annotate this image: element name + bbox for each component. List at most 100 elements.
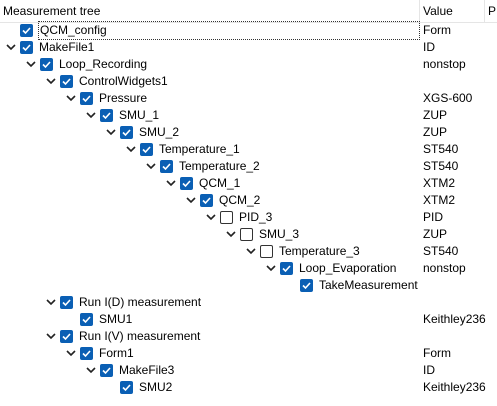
expand-chevron-icon[interactable] (5, 41, 17, 53)
row-checkbox[interactable] (240, 228, 253, 241)
expand-chevron-icon[interactable] (205, 211, 217, 223)
row-checkbox[interactable] (120, 381, 133, 394)
expand-chevron-icon[interactable] (225, 228, 237, 240)
expand-chevron-icon[interactable] (45, 330, 57, 342)
row-value: XTM2 (423, 193, 456, 207)
row-checkbox[interactable] (80, 313, 93, 326)
expand-chevron-icon[interactable] (145, 160, 157, 172)
tree-row[interactable]: Form1 Form (0, 345, 497, 362)
tree-row[interactable]: SMU1 Keithley236 (0, 311, 497, 328)
row-value: ID (423, 40, 435, 54)
row-checkbox[interactable] (20, 24, 33, 37)
row-value: XGS-600 (423, 91, 473, 105)
row-checkbox[interactable] (300, 279, 313, 292)
row-label: Loop_Recording (59, 57, 148, 71)
row-checkbox[interactable] (200, 194, 213, 207)
tree-header: Measurement tree Value P (0, 0, 497, 23)
row-label: MakeFile3 (119, 363, 175, 377)
tree-row[interactable]: SMU_3 ZUP (0, 226, 497, 243)
row-label: MakeFile1 (39, 40, 95, 54)
row-value: Keithley236 (423, 312, 486, 326)
expand-chevron-icon[interactable] (245, 245, 257, 257)
row-label: SMU_2 (139, 125, 180, 139)
row-checkbox[interactable] (80, 92, 93, 105)
row-checkbox[interactable] (60, 75, 73, 88)
row-value: ZUP (423, 125, 447, 139)
row-checkbox[interactable] (40, 58, 53, 71)
row-label: Temperature_1 (159, 142, 240, 156)
tree-row[interactable]: ControlWidgets1 (0, 73, 497, 90)
row-label: SMU_1 (119, 108, 160, 122)
row-value: nonstop (423, 261, 466, 275)
row-checkbox[interactable] (180, 177, 193, 190)
row-label: QCM_config (38, 21, 420, 40)
row-checkbox[interactable] (80, 347, 93, 360)
expand-chevron-icon[interactable] (125, 143, 137, 155)
expand-chevron-icon[interactable] (25, 58, 37, 70)
row-value: ZUP (423, 227, 447, 241)
row-label: Pressure (99, 91, 148, 105)
row-checkbox[interactable] (260, 245, 273, 258)
tree-row[interactable]: Run I(V) measurement (0, 328, 497, 345)
tree-row[interactable]: TakeMeasurement (0, 277, 497, 294)
row-checkbox[interactable] (60, 330, 73, 343)
expand-chevron-icon[interactable] (165, 177, 177, 189)
row-value: nonstop (423, 57, 466, 71)
column-header-measurement-tree[interactable]: Measurement tree (0, 0, 420, 22)
expand-chevron-icon[interactable] (65, 347, 77, 359)
expand-chevron-icon[interactable] (85, 364, 97, 376)
row-checkbox[interactable] (220, 211, 233, 224)
expand-chevron-icon[interactable] (105, 126, 117, 138)
row-value: Form (423, 346, 451, 360)
row-label: Run I(V) measurement (79, 329, 201, 343)
tree-row[interactable]: SMU_1 ZUP (0, 107, 497, 124)
expand-chevron-icon[interactable] (45, 75, 57, 87)
row-value: ID (423, 363, 435, 377)
row-label: QCM_2 (219, 193, 261, 207)
row-value: ST540 (423, 159, 459, 173)
tree-row[interactable]: Pressure XGS-600 (0, 90, 497, 107)
tree-row[interactable]: Temperature_2 ST540 (0, 158, 497, 175)
row-label: SMU_3 (259, 227, 300, 241)
expand-chevron-icon[interactable] (185, 194, 197, 206)
tree-row[interactable]: Loop_Recording nonstop (0, 56, 497, 73)
row-checkbox[interactable] (100, 364, 113, 377)
expand-chevron-icon[interactable] (265, 262, 277, 274)
row-checkbox[interactable] (280, 262, 293, 275)
tree-row[interactable]: SMU_2 ZUP (0, 124, 497, 141)
tree-row[interactable]: QCM_2 XTM2 (0, 192, 497, 209)
row-label: Temperature_2 (179, 159, 260, 173)
column-header-value[interactable]: Value (420, 0, 485, 22)
tree-row[interactable]: MakeFile3 ID (0, 362, 497, 379)
row-value: ZUP (423, 108, 447, 122)
row-label: Temperature_3 (279, 244, 360, 258)
row-value: XTM2 (423, 176, 456, 190)
tree-row[interactable]: Temperature_3 ST540 (0, 243, 497, 260)
row-label: ControlWidgets1 (79, 74, 168, 88)
row-checkbox[interactable] (60, 296, 73, 309)
row-checkbox[interactable] (20, 41, 33, 54)
row-label: Form1 (99, 346, 134, 360)
expand-chevron-icon[interactable] (65, 92, 77, 104)
row-checkbox[interactable] (100, 109, 113, 122)
expand-chevron-icon[interactable] (45, 296, 57, 308)
row-value: ST540 (423, 244, 459, 258)
row-label: PID_3 (239, 210, 273, 224)
column-header-p[interactable]: P (488, 4, 497, 18)
row-value: ST540 (423, 142, 459, 156)
tree-row[interactable]: Run I(D) measurement (0, 294, 497, 311)
row-label: SMU1 (99, 312, 133, 326)
tree-row[interactable]: MakeFile1 ID (0, 39, 497, 56)
expand-chevron-icon[interactable] (85, 109, 97, 121)
row-checkbox[interactable] (120, 126, 133, 139)
row-checkbox[interactable] (160, 160, 173, 173)
row-value: Form (423, 23, 451, 37)
tree-row[interactable]: Temperature_1 ST540 (0, 141, 497, 158)
row-checkbox[interactable] (140, 143, 153, 156)
